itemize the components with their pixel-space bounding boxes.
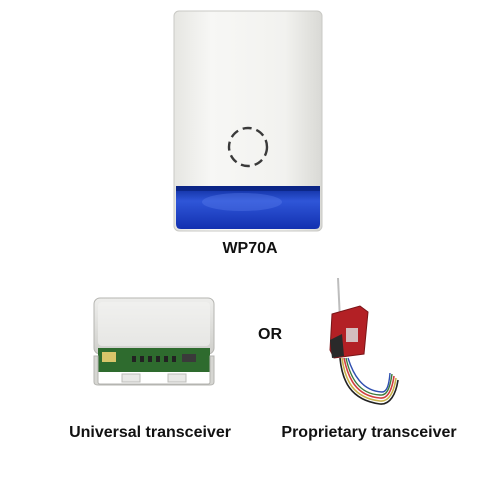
- siren-model-label: WP70A: [222, 240, 278, 257]
- wired-radio-board-icon: [329, 277, 399, 405]
- universal-transceiver-label: Universal transceiver: [69, 424, 231, 441]
- siren-image: [172, 10, 324, 232]
- outdoor-siren-icon: [173, 10, 323, 232]
- universal-transceiver-image: [92, 296, 216, 386]
- alternative-or-label: OR: [258, 326, 282, 343]
- proprietary-transceiver-image: [320, 276, 404, 410]
- transceiver-module-icon: [93, 297, 215, 386]
- proprietary-transceiver-label: Proprietary transceiver: [281, 424, 457, 441]
